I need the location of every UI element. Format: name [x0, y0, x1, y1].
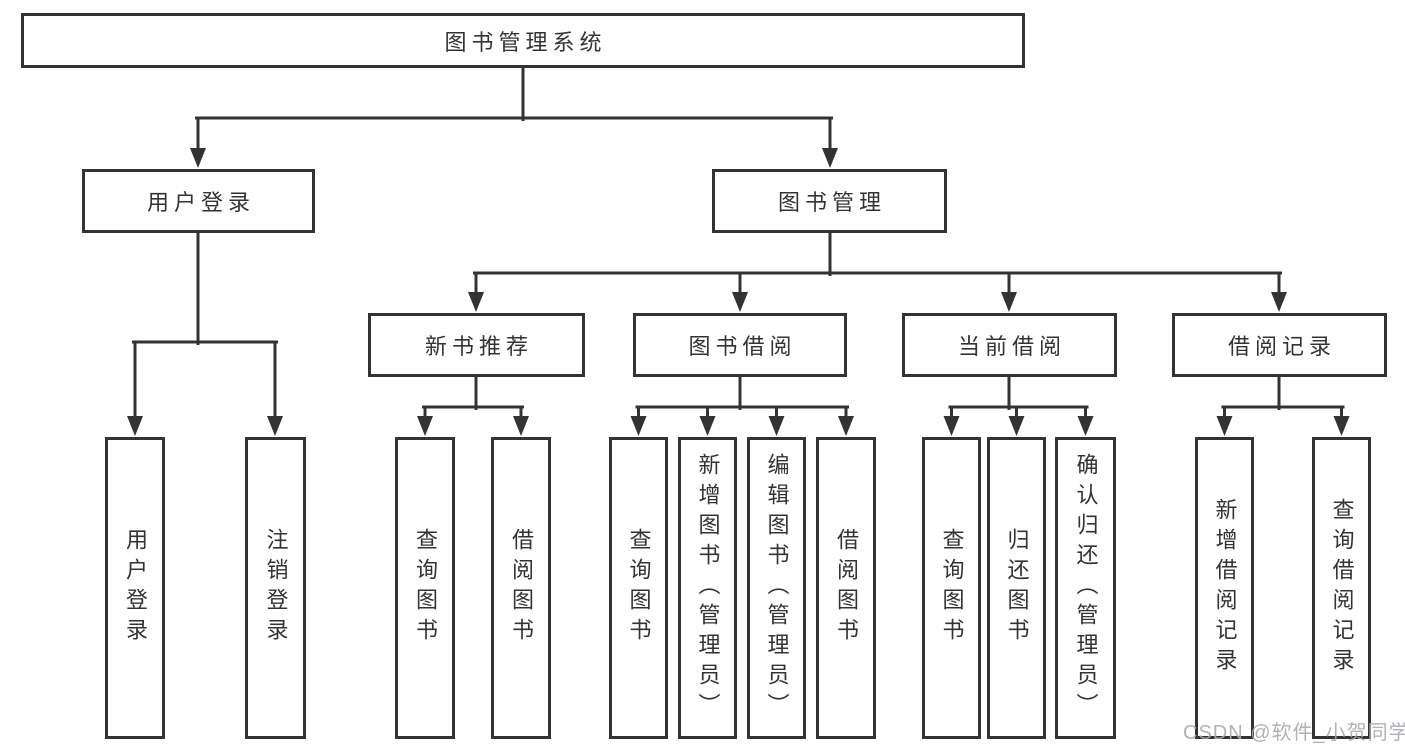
node-book-management-label: 图书管理 — [777, 190, 886, 215]
leaf-add-books-admin: 新增图书（管理员） — [678, 437, 737, 739]
node-book-management: 图书管理 — [712, 169, 947, 233]
leaf-query-books-current: 查询图书 — [922, 437, 981, 739]
leaf-borrow-books-recommend: 借阅图书 — [491, 437, 551, 739]
leaf-edit-books-admin: 编辑图书（管理员） — [747, 437, 806, 739]
connector-book-borrowing-children — [630, 373, 854, 436]
node-book-borrowing: 图书借阅 — [633, 313, 847, 377]
leaf-add-books-admin-label: 新增图书（管理员） — [695, 453, 721, 723]
leaf-borrow-books: 借阅图书 — [816, 437, 876, 739]
leaf-confirm-return-admin-label: 确认归还（管理员） — [1073, 453, 1099, 723]
connector-current-borrowing-children — [943, 373, 1094, 436]
node-borrow-records: 借阅记录 — [1172, 313, 1387, 377]
leaf-confirm-return-admin: 确认归还（管理员） — [1055, 437, 1116, 739]
leaf-return-books: 归还图书 — [987, 437, 1046, 739]
leaf-query-books-current-label: 查询图书 — [939, 528, 965, 648]
leaf-edit-books-admin-label: 编辑图书（管理员） — [764, 453, 790, 723]
leaf-borrow-books-recommend-label: 借阅图书 — [509, 528, 534, 648]
leaf-query-books-recommend-label: 查询图书 — [413, 528, 438, 648]
node-borrow-records-label: 借阅记录 — [1227, 334, 1336, 359]
leaf-user-login: 用户登录 — [105, 437, 165, 739]
leaf-add-borrow-record: 新增借阅记录 — [1195, 437, 1254, 739]
csdn-watermark: CSDN @软件_小贺同学 — [1183, 722, 1405, 744]
node-current-borrowing: 当前借阅 — [902, 313, 1117, 377]
connector-borrow-records-children — [1216, 373, 1350, 436]
leaf-add-borrow-record-label: 新增借阅记录 — [1212, 498, 1238, 678]
node-user-login: 用户登录 — [82, 169, 315, 233]
node-new-book-recommend: 新书推荐 — [368, 313, 585, 377]
connector-new-book-recommend-children — [417, 373, 529, 436]
leaf-query-books-borrowing-label: 查询图书 — [626, 528, 652, 648]
connector-root-to-level1 — [190, 64, 838, 168]
leaf-query-books-borrowing: 查询图书 — [609, 437, 668, 739]
node-library-management-system-label: 图书管理系统 — [444, 29, 607, 55]
node-library-management-system: 图书管理系统 — [21, 13, 1025, 68]
leaf-query-borrow-record-label: 查询借阅记录 — [1329, 498, 1355, 678]
node-user-login-label: 用户登录 — [146, 190, 255, 215]
node-current-borrowing-label: 当前借阅 — [957, 334, 1066, 359]
connector-user-login-children — [127, 229, 283, 436]
node-book-borrowing-label: 图书借阅 — [688, 334, 797, 359]
node-new-book-recommend-label: 新书推荐 — [424, 334, 533, 359]
leaf-query-books-recommend: 查询图书 — [395, 437, 455, 739]
leaf-logout: 注销登录 — [245, 437, 306, 739]
leaf-user-login-label: 用户登录 — [123, 528, 148, 648]
leaf-borrow-books-label: 借阅图书 — [834, 528, 859, 648]
leaf-logout-label: 注销登录 — [263, 528, 289, 648]
connector-book-management-to-level2 — [468, 229, 1287, 312]
leaf-query-borrow-record: 查询借阅记录 — [1312, 437, 1371, 739]
leaf-return-books-label: 归还图书 — [1004, 528, 1030, 648]
